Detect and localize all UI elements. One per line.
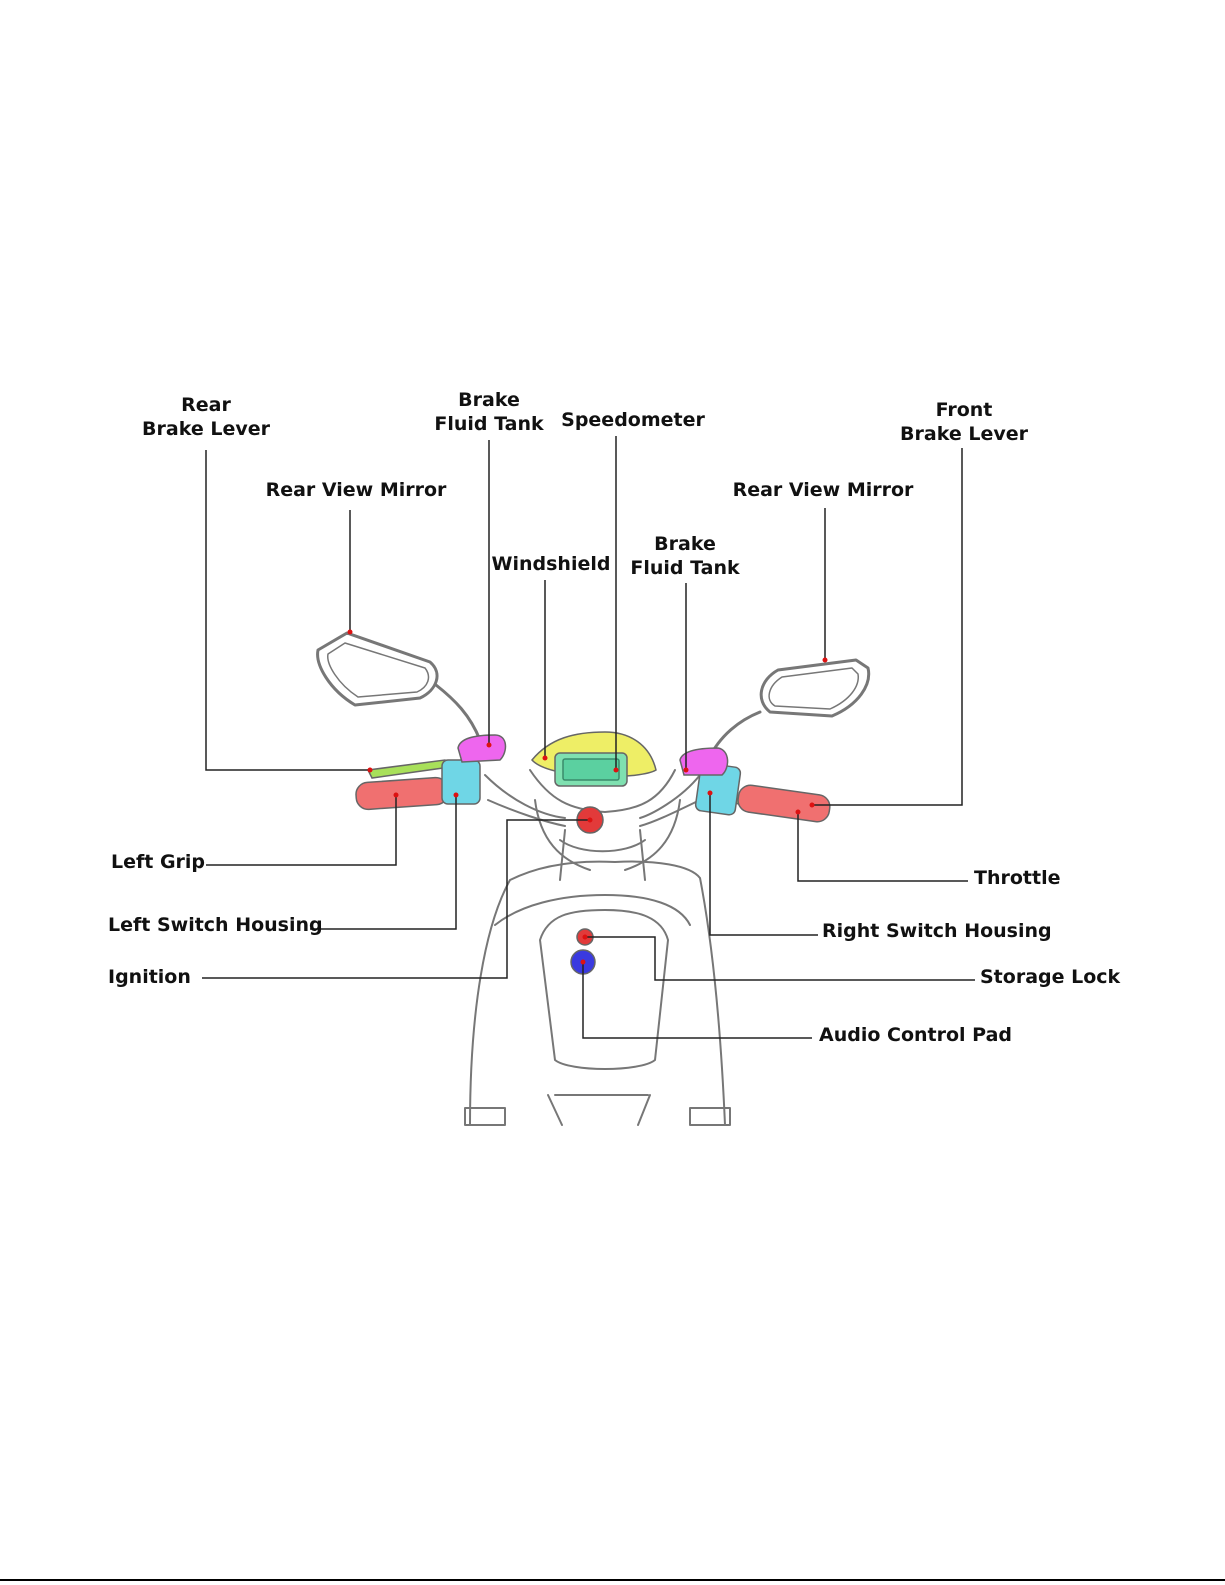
- mirror-right-inner: [769, 668, 858, 709]
- label-right-switch-housing: Right Switch Housing: [822, 919, 1052, 943]
- label-brake-fluid-tank-right-line2: Fluid Tank: [630, 556, 739, 580]
- dot-left-grip: [394, 793, 399, 798]
- storage-panel: [540, 910, 668, 1069]
- label-left-switch-housing: Left Switch Housing: [108, 913, 323, 937]
- label-front-brake-lever-line1: Front: [900, 398, 1028, 422]
- dot-front-brake-lever: [810, 803, 815, 808]
- dot-throttle: [796, 810, 801, 815]
- dot-brake-fluid-tank-left: [487, 743, 492, 748]
- handlebar-tube-left-2: [488, 800, 565, 826]
- label-left-grip: Left Grip: [111, 850, 205, 874]
- label-speedometer: Speedometer: [561, 408, 705, 432]
- speedometer-screen: [563, 759, 619, 780]
- label-front-brake-lever-line2: Brake Lever: [900, 422, 1028, 446]
- label-brake-fluid-tank-left-line1: Brake: [434, 388, 543, 412]
- mirror-left-glass: [318, 633, 437, 705]
- dot-ignition: [588, 818, 593, 823]
- label-storage-lock: Storage Lock: [980, 965, 1120, 989]
- lower-panel: [548, 1095, 650, 1125]
- left-grip-shape: [355, 777, 449, 810]
- scooter-body-outline: [470, 862, 725, 1125]
- dot-storage-lock: [583, 935, 588, 940]
- label-brake-fluid-tank-left: Brake Fluid Tank: [434, 388, 543, 436]
- right-grip-shape: [736, 784, 831, 824]
- left-switch-housing-shape: [442, 760, 480, 804]
- brake-fluid-tank-left-shape: [458, 735, 505, 762]
- label-audio-control-pad: Audio Control Pad: [819, 1023, 1012, 1047]
- label-rear-brake-lever-line2: Brake Lever: [142, 417, 270, 441]
- handlebar-tube-right-2: [640, 800, 700, 826]
- label-brake-fluid-tank-right-line1: Brake: [630, 532, 739, 556]
- dot-brake-fluid-tank-right: [684, 768, 689, 773]
- steering-stem: [560, 830, 645, 880]
- label-throttle: Throttle: [974, 866, 1060, 890]
- dot-audio-control-pad: [581, 960, 586, 965]
- mirror-left-stem: [436, 685, 480, 740]
- mirror-left-inner: [328, 643, 429, 697]
- fork-right: [625, 800, 680, 870]
- leader-left-switch-housing: [310, 795, 456, 929]
- dot-rear-view-mirror-right: [823, 658, 828, 663]
- label-front-brake-lever: Front Brake Lever: [900, 398, 1028, 446]
- label-rear-brake-lever: Rear Brake Lever: [142, 393, 270, 441]
- label-brake-fluid-tank-left-line2: Fluid Tank: [434, 412, 543, 436]
- leader-audio-control-pad: [583, 962, 812, 1038]
- dot-left-switch-housing: [454, 793, 459, 798]
- label-ignition: Ignition: [108, 965, 191, 989]
- label-rear-view-mirror-right: Rear View Mirror: [733, 478, 914, 502]
- label-brake-fluid-tank-right: Brake Fluid Tank: [630, 532, 739, 580]
- dot-rear-brake-lever: [368, 768, 373, 773]
- label-rear-brake-lever-line1: Rear: [142, 393, 270, 417]
- dot-right-switch-housing: [708, 791, 713, 796]
- bottom-rule: [0, 1579, 1225, 1581]
- dot-windshield: [543, 756, 548, 761]
- handlebar-tube-right: [640, 775, 700, 818]
- leader-storage-lock: [585, 937, 975, 980]
- brake-lever-left-shape: [368, 760, 450, 778]
- label-windshield: Windshield: [492, 552, 611, 576]
- dot-rear-view-mirror-left: [348, 630, 353, 635]
- leader-throttle: [798, 812, 968, 881]
- label-rear-view-mirror-left: Rear View Mirror: [266, 478, 447, 502]
- dot-speedometer: [614, 768, 619, 773]
